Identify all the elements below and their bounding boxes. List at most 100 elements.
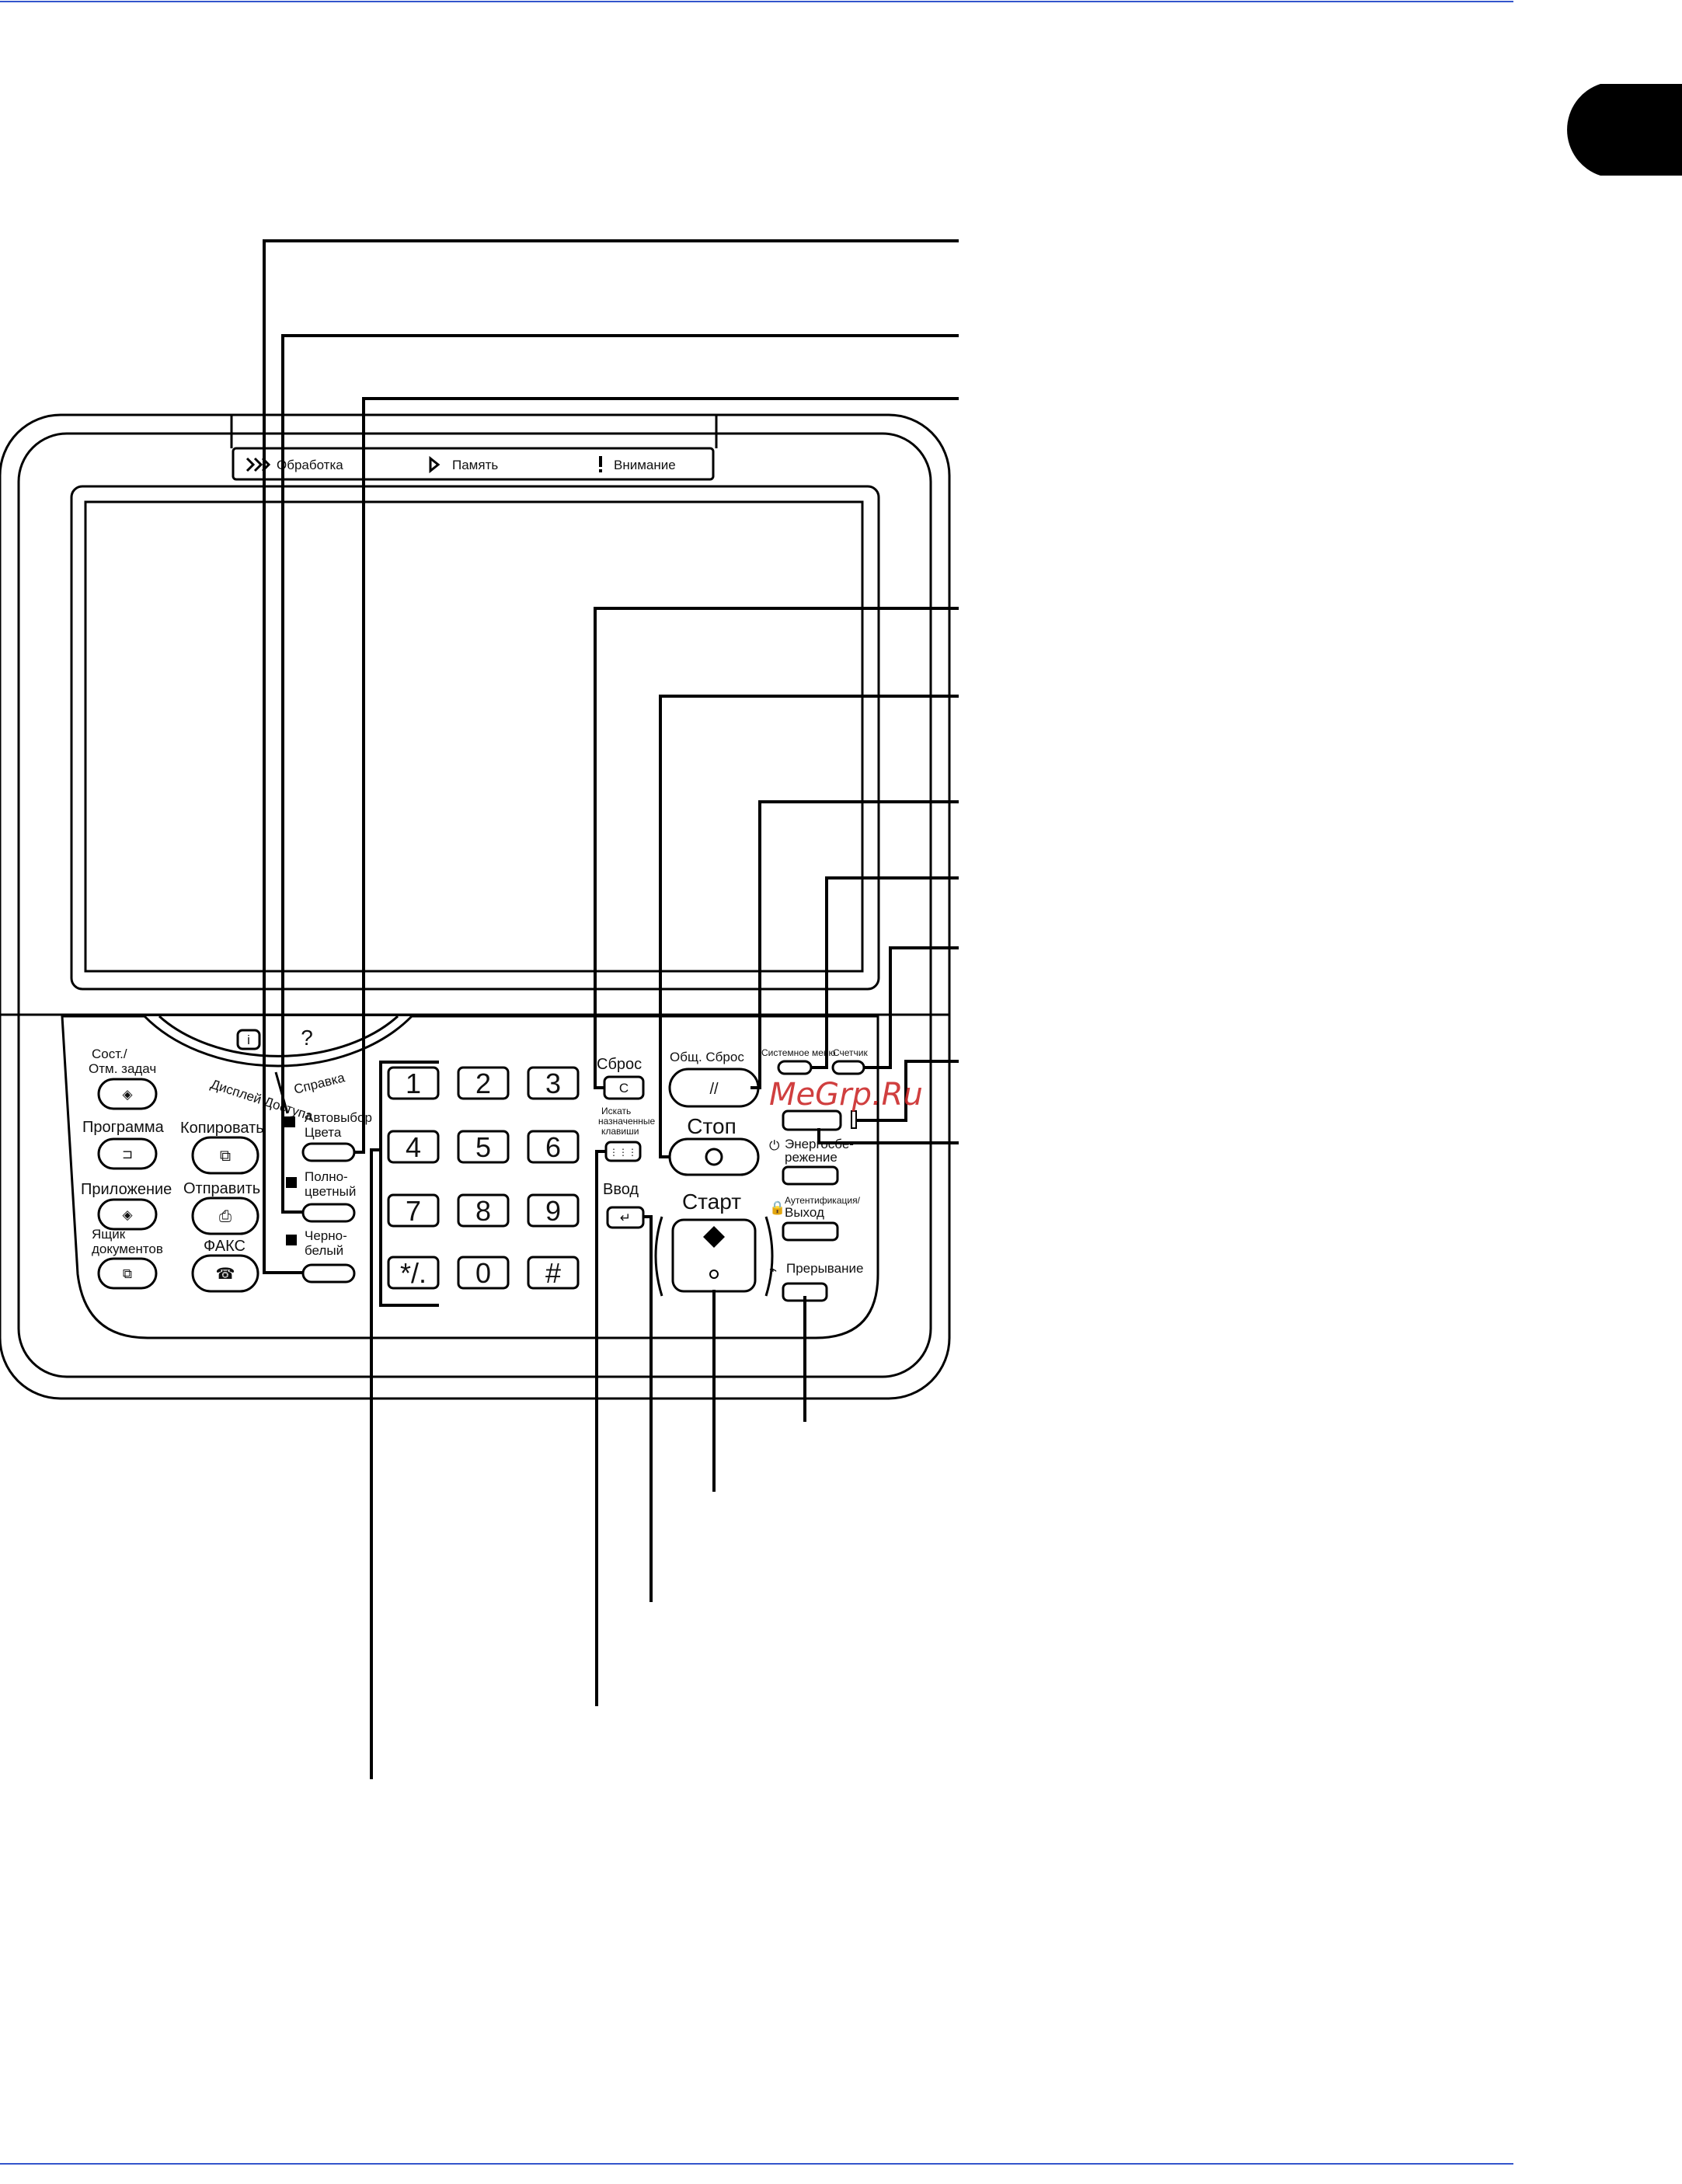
keypad-key-4[interactable]: 4 xyxy=(387,1130,440,1164)
keypad-key-star[interactable]: */. xyxy=(387,1256,440,1290)
status-bar-hood xyxy=(230,415,718,448)
start-key-label: Старт xyxy=(682,1190,741,1214)
system-menu-button[interactable] xyxy=(777,1060,813,1075)
leader-full-color xyxy=(281,334,959,1214)
keypad-key-0[interactable]: 0 xyxy=(457,1256,510,1290)
system-menu-key-group: Системное меню xyxy=(761,1047,836,1075)
send-key-label: Отправить xyxy=(183,1180,260,1197)
fax-icon: ☎ xyxy=(216,1266,235,1283)
keypad-key-label: 1 xyxy=(406,1068,421,1099)
search-keys-label-2: назначенные xyxy=(598,1116,656,1127)
counter-label: Счетчик xyxy=(833,1047,869,1058)
access-display-key[interactable] xyxy=(236,1029,261,1050)
keypad-key-1[interactable]: 1 xyxy=(387,1066,440,1100)
auto-color-button[interactable] xyxy=(301,1142,356,1162)
copy-icon: ⧉ xyxy=(220,1148,231,1165)
fax-key-label: ФАКС xyxy=(204,1238,246,1255)
enter-key-label: Ввод xyxy=(603,1181,639,1198)
copy-button[interactable] xyxy=(191,1136,259,1175)
keypad-key-9[interactable]: 9 xyxy=(527,1193,580,1228)
program-icon: ⊐ xyxy=(122,1147,133,1162)
program-key-group: Программа ⊐ xyxy=(82,1119,165,1170)
keypad-key-frame[interactable] xyxy=(387,1066,440,1100)
status-icon: ◈ xyxy=(122,1087,133,1102)
logout-button[interactable] xyxy=(782,1221,839,1242)
power-button[interactable] xyxy=(782,1109,842,1131)
counter-button[interactable] xyxy=(831,1060,865,1075)
enter-icon: ↵ xyxy=(620,1210,631,1225)
document-box-icon: ⧉ xyxy=(123,1266,132,1281)
leader-keypad xyxy=(370,1148,381,1779)
full-color-icon xyxy=(286,1177,297,1188)
keypad-key-hash[interactable]: # xyxy=(527,1256,580,1290)
document-box-button[interactable] xyxy=(97,1257,158,1290)
keypad-key-6[interactable]: 6 xyxy=(527,1130,580,1164)
interrupt-label: Прерывание xyxy=(786,1261,863,1276)
full-color-label-1: Полно- xyxy=(305,1169,348,1184)
leader-auto-color xyxy=(354,397,959,1154)
leader-main-power xyxy=(856,1060,959,1122)
keypad-key-label: 2 xyxy=(475,1068,491,1099)
reset-icon: // xyxy=(709,1081,719,1098)
keypad-key-3[interactable]: 3 xyxy=(527,1066,580,1100)
document-box-label-2: документов xyxy=(92,1242,163,1256)
dial-arc xyxy=(143,1015,413,1068)
energy-saver-button[interactable] xyxy=(782,1165,839,1186)
touch-panel-screen[interactable] xyxy=(84,500,864,973)
auto-color-label-1: Автовыбор xyxy=(305,1110,372,1125)
document-box-key-group: Ящик документов ⧉ xyxy=(92,1227,163,1290)
energy-saver-label-2: режение xyxy=(785,1150,838,1165)
leader-reset xyxy=(750,800,959,1089)
keypad-bracket xyxy=(379,1061,439,1307)
keypad-key-2[interactable]: 2 xyxy=(457,1066,510,1100)
leader-clear xyxy=(594,607,959,1089)
keypad-key-5[interactable]: 5 xyxy=(457,1130,510,1164)
help-symbol: ? xyxy=(301,1026,313,1050)
stop-button[interactable] xyxy=(668,1137,760,1176)
keypad-key-frame[interactable] xyxy=(457,1130,510,1164)
leader-black-white xyxy=(263,239,959,1274)
attention-icon xyxy=(599,456,602,467)
status-key-group: Сост./ Отм. задач ◈ xyxy=(89,1047,158,1110)
keypad-key-8[interactable]: 8 xyxy=(457,1193,510,1228)
keypad-key-frame[interactable] xyxy=(457,1066,510,1100)
status-key-label-1: Сост./ xyxy=(92,1047,127,1061)
keypad-key-frame[interactable] xyxy=(387,1193,440,1228)
keypad-key-label: 5 xyxy=(475,1131,491,1163)
black-white-button[interactable] xyxy=(301,1263,356,1284)
send-key-group: Отправить ⎙ xyxy=(183,1180,260,1235)
keypad-key-frame[interactable] xyxy=(527,1130,580,1164)
status-memory: Память xyxy=(429,455,498,474)
copy-key-group: Копировать ⧉ xyxy=(180,1120,264,1175)
stop-key-group: Стоп xyxy=(668,1114,760,1176)
program-key-label: Программа xyxy=(82,1119,165,1136)
keypad-key-frame[interactable] xyxy=(457,1193,510,1228)
status-processing: Обработка xyxy=(246,457,343,472)
keypad-key-frame[interactable] xyxy=(527,1256,580,1290)
keypad-key-frame[interactable] xyxy=(387,1130,440,1164)
copy-key-label: Копировать xyxy=(180,1120,264,1137)
status-memory-label: Память xyxy=(452,458,498,472)
send-icon: ⎙ xyxy=(219,1208,232,1225)
leader-lines xyxy=(263,239,959,1779)
keypad-key-label: 9 xyxy=(545,1195,561,1227)
fax-button[interactable] xyxy=(191,1254,259,1293)
send-button[interactable] xyxy=(191,1196,259,1235)
reset-key-label: Общ. Сброс xyxy=(670,1050,744,1064)
keypad-key-frame[interactable] xyxy=(527,1193,580,1228)
keypad-key-frame[interactable] xyxy=(457,1256,510,1290)
keypad-key-7[interactable]: 7 xyxy=(387,1193,440,1228)
keypad-key-label: # xyxy=(545,1257,561,1289)
clear-icon: C xyxy=(619,1081,629,1095)
keypad-key-frame[interactable] xyxy=(387,1256,440,1290)
status-processing-label: Обработка xyxy=(277,458,343,472)
program-button[interactable] xyxy=(97,1137,158,1170)
status-job-cancel-button[interactable] xyxy=(97,1078,158,1110)
full-color-button[interactable] xyxy=(301,1203,356,1223)
stop-icon xyxy=(705,1148,723,1166)
application-button[interactable] xyxy=(97,1198,158,1231)
system-menu-label: Системное меню xyxy=(761,1047,836,1058)
keypad-key-label: 3 xyxy=(545,1068,561,1099)
keypad-key-label: 4 xyxy=(406,1131,421,1163)
keypad-key-frame[interactable] xyxy=(527,1066,580,1100)
